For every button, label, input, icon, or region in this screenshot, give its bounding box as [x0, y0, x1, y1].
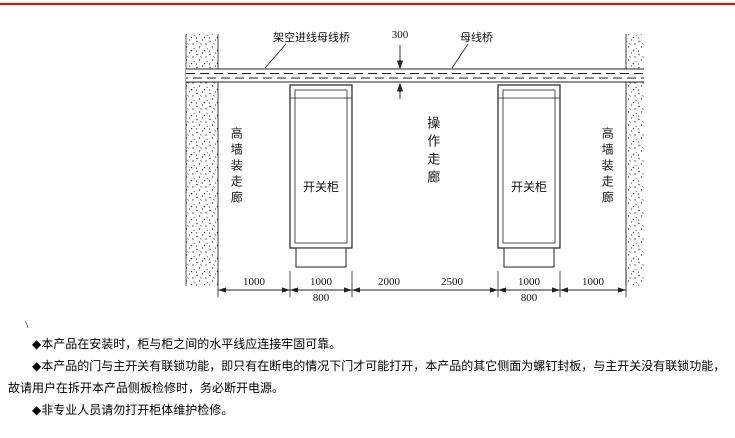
- dim-left-corridor: 1000: [243, 276, 265, 288]
- label-operation-corridor: 操作走廊: [425, 116, 441, 188]
- label-right-wall-corridor: 高墙装走廊: [600, 127, 615, 207]
- label-overhead-busbar-bridge: 架空进线母线桥: [273, 32, 350, 44]
- dim-right-corridor: 1000: [582, 276, 604, 288]
- cabinet-left: [289, 84, 353, 268]
- label-left-cabinet: 开关柜: [303, 180, 340, 194]
- cabinet-right-base: [503, 247, 555, 268]
- stray-backslash: \: [25, 317, 29, 331]
- notes-section: \ ◆本产品在安装时，柜与柜之间的水平线应连接牢固可靠。 ◆本产品的门与主开关有…: [8, 315, 727, 421]
- bottom-dimension-assembly: [217, 271, 627, 297]
- label-dim-300: 300: [391, 29, 409, 41]
- label-left-wall-corridor: 高墙装走廊: [229, 127, 244, 207]
- top-red-rule: [0, 3, 735, 5]
- busbar-bridge-band: [186, 68, 644, 83]
- label-leader-lines: [264, 43, 469, 69]
- cabinet-right: [497, 84, 561, 268]
- dim-right-cabinet: 1000: [518, 276, 540, 288]
- dim-right-cabinet-base: 800: [520, 292, 538, 304]
- dim-left-cabinet-base: 800: [312, 292, 330, 304]
- note-item: ◆本产品在安装时，柜与柜之间的水平线应连接牢固可靠。: [32, 337, 342, 351]
- dim-corridor-option-a: 2000: [378, 276, 400, 288]
- dim-corridor-option-b: 2500: [441, 276, 463, 288]
- label-right-cabinet: 开关柜: [511, 180, 548, 194]
- note-item: ◆本产品的门与主开关有联锁功能，即只有在断电的情况下门才可能打开，本产品的其它侧…: [8, 359, 726, 395]
- dimension-arrowheads: [218, 287, 626, 293]
- cabinet-left-base: [295, 247, 347, 268]
- dim-300-arrows: [396, 45, 404, 99]
- note-item: ◆非专业人员请勿打开柜体维护检修。: [32, 403, 234, 417]
- label-busbar-bridge: 母线桥: [460, 32, 493, 44]
- dim-left-cabinet: 1000: [310, 276, 332, 288]
- right-wall-texture: [626, 34, 644, 286]
